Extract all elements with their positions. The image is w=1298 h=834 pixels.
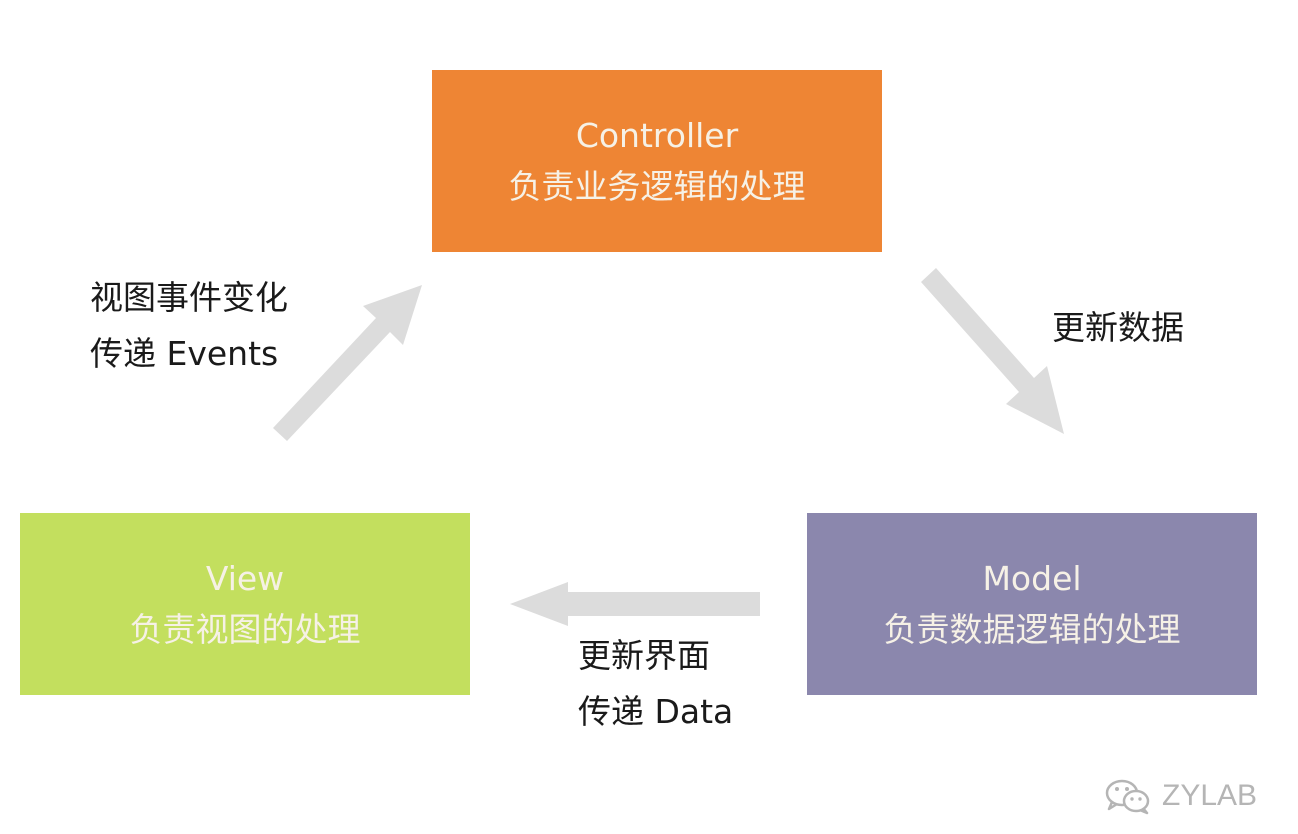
label-view-to-controller: 视图事件变化 传递 Events [90,270,288,382]
label-view-to-controller-line2: 传递 Events [90,334,279,373]
controller-subtitle: 负责业务逻辑的处理 [508,167,806,206]
arrow-model-to-view [510,582,760,626]
model-box: Model 负责数据逻辑的处理 [807,513,1257,695]
label-model-to-view-line1: 更新界面 [578,636,710,675]
controller-title: Controller [575,116,739,155]
arrow-controller-to-model [921,268,1064,434]
label-model-to-view: 更新界面 传递 Data [578,628,733,740]
watermark-text: ZYLAB [1162,779,1258,812]
model-title: Model [982,559,1082,598]
controller-box: Controller 负责业务逻辑的处理 [432,70,882,252]
label-model-to-view-line2: 传递 Data [578,692,734,731]
model-subtitle: 负责数据逻辑的处理 [883,610,1181,649]
label-controller-to-model-line1: 更新数据 [1052,308,1184,347]
view-title: View [205,559,285,598]
arrow-view-to-controller [273,285,422,441]
wechat-icon [1105,779,1150,815]
label-view-to-controller-line1: 视图事件变化 [90,278,288,317]
view-box: View 负责视图的处理 [20,513,470,695]
label-controller-to-model: 更新数据 [1052,300,1184,356]
view-subtitle: 负责视图的处理 [129,610,361,649]
watermark: ZYLAB [1102,776,1257,816]
